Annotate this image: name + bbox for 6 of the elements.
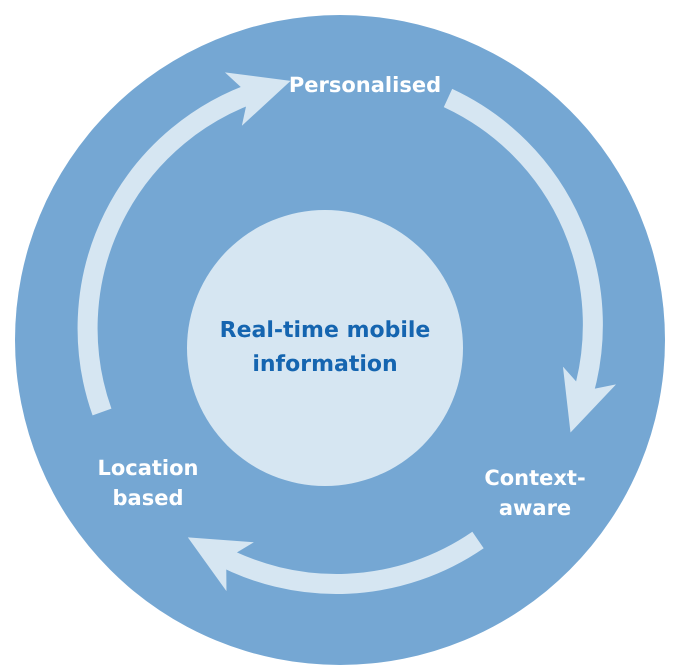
stage-label: Location based (83, 453, 213, 519)
curved-arrow (78, 74, 290, 415)
curved-arrow (186, 531, 484, 594)
curved-arrow (443, 89, 615, 433)
stage-label: Personalised (277, 70, 453, 106)
stage-label: Context-aware (470, 463, 600, 529)
